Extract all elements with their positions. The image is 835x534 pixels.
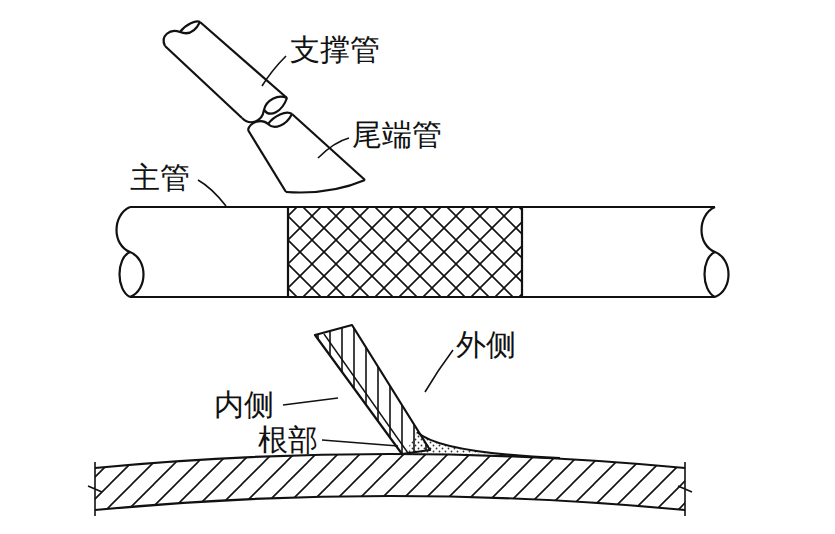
- main-pipe: [117, 207, 729, 297]
- part-label: 主管: [130, 160, 190, 196]
- part-label: 内侧: [214, 387, 274, 423]
- leader-lines: [198, 56, 453, 446]
- part-label: 外侧: [456, 327, 516, 363]
- part-label: 尾端管: [352, 117, 442, 153]
- part-label: 支撑管: [290, 32, 380, 68]
- support-pipe: [164, 21, 287, 122]
- part-label: 根部: [258, 422, 318, 458]
- weld-face: [417, 432, 560, 458]
- tube-wall: [315, 325, 430, 454]
- plate-section: [88, 454, 692, 516]
- tail-pipe: [248, 113, 365, 193]
